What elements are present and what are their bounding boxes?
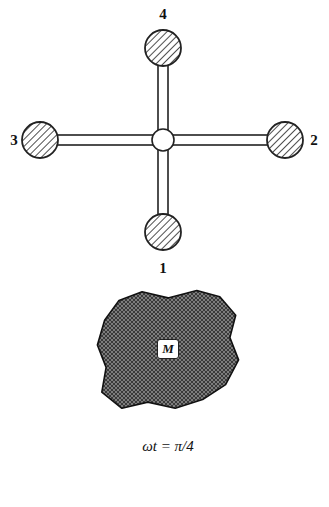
mass-ball: [22, 122, 58, 158]
mass-ball: [145, 30, 181, 66]
mass-ball: [267, 122, 303, 158]
mass-ball: [145, 214, 181, 250]
callout-number: 3: [10, 133, 18, 148]
hub: [152, 129, 174, 151]
caption: ωt = π/4: [142, 438, 194, 455]
mass-label: M: [157, 339, 179, 359]
callout-number: 4: [159, 7, 167, 22]
mass-blob: M: [94, 286, 242, 414]
callout-number: 2: [310, 133, 318, 148]
blob-shape: [97, 291, 238, 409]
callout-number: 1: [159, 261, 167, 276]
